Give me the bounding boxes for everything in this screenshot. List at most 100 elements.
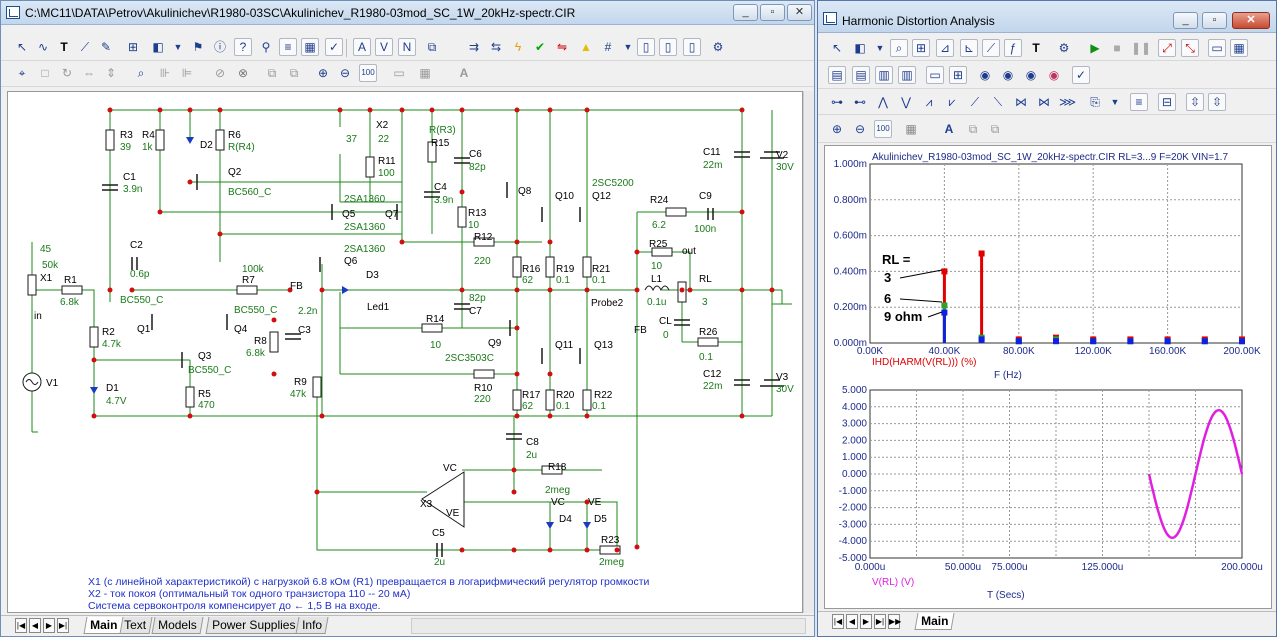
a-copy-icon[interactable]: ⧉ <box>968 122 978 136</box>
transfer-icon[interactable]: ⇋ <box>556 40 568 54</box>
a-component-icon[interactable]: ◧ <box>854 41 866 55</box>
page3-icon[interactable]: ▯ <box>683 38 701 56</box>
flip-y-icon[interactable]: ⇕ <box>105 66 117 80</box>
props-icon[interactable]: ≡ <box>279 38 297 56</box>
attr-icon[interactable]: ✓ <box>325 38 343 56</box>
a-peak2-icon[interactable]: ⋀ <box>878 95 888 109</box>
pins-icon[interactable]: ⇉ <box>468 40 480 54</box>
a-plot5-icon[interactable]: ▭ <box>926 66 944 84</box>
a-valley-icon[interactable]: ⊾ <box>960 39 978 57</box>
warning-icon[interactable]: ▲ <box>580 40 592 54</box>
a-expand-icon[interactable]: ⤢ <box>1158 39 1176 57</box>
a-plot2-icon[interactable]: ▤ <box>852 66 870 84</box>
a-props-icon[interactable]: ⚙ <box>1058 41 1070 55</box>
tab-main[interactable]: Main <box>83 617 124 634</box>
vertical-scrollbar[interactable] <box>803 91 814 613</box>
a-dd-icon[interactable]: ▼ <box>1110 97 1120 107</box>
a-prev-page-icon[interactable]: ◀ <box>846 614 858 629</box>
a-plot-icon[interactable]: ⊞ <box>912 39 930 57</box>
analysis-titlebar[interactable]: Harmonic Distortion Analysis _ ▫ ✕ <box>818 1 1276 33</box>
a-incline-icon[interactable]: ⟋ <box>970 95 980 109</box>
info-icon[interactable]: ⓘ <box>213 40 226 54</box>
settings-icon[interactable]: ⚙ <box>712 40 724 54</box>
a-max-icon[interactable]: ⋈ <box>1015 95 1027 109</box>
sim-icon[interactable]: ⧉ <box>427 40 437 54</box>
move-icon[interactable]: ⌖ <box>18 66 26 80</box>
next-page-icon[interactable]: ▶ <box>43 618 55 633</box>
minimize-icon[interactable]: _ <box>733 4 758 21</box>
stop-icon[interactable]: ⊘ <box>214 66 226 80</box>
analysis-restore-icon[interactable]: ▫ <box>1202 12 1227 29</box>
a-grid-icon[interactable]: ▦ <box>905 122 917 136</box>
wire-icon[interactable]: ∿ <box>37 40 49 54</box>
a-decline-icon[interactable]: ⟍ <box>993 95 1003 109</box>
first-page-icon[interactable]: |◀ <box>15 618 27 633</box>
find-icon[interactable]: ⚲ <box>261 40 271 54</box>
a-peak-icon[interactable]: ⊿ <box>936 39 954 57</box>
binoculars-icon[interactable]: ⌕ <box>137 66 145 80</box>
a-target4-icon[interactable]: ◉ <box>1048 68 1060 82</box>
a-fit-icon[interactable]: ⇳ <box>1186 93 1204 111</box>
a-stop-icon[interactable]: ■ <box>1113 41 1121 55</box>
flip-x-icon[interactable]: ⇔ <box>83 66 95 80</box>
rotate-icon[interactable]: ↻ <box>61 66 73 80</box>
page-icon[interactable]: ▯ <box>637 38 655 56</box>
a-fit2-icon[interactable]: ⇳ <box>1208 93 1226 111</box>
tab-info[interactable]: Info <box>295 617 329 634</box>
prev-page-icon[interactable]: ◀ <box>29 618 41 633</box>
tile-icon[interactable]: ▦ <box>419 66 431 80</box>
a-target3-icon[interactable]: ◉ <box>1025 68 1037 82</box>
page-view-icon[interactable]: ▭ <box>393 66 405 80</box>
bolt-icon[interactable]: ϟ <box>514 40 522 54</box>
a-plot4-icon[interactable]: ▥ <box>898 66 916 84</box>
a-calc-icon[interactable]: ⊟ <box>1158 93 1176 111</box>
text-icon[interactable]: T <box>60 40 68 54</box>
pen-icon[interactable]: ✎ <box>100 40 112 54</box>
font-icon[interactable]: A <box>459 66 469 80</box>
a-page-icon[interactable]: ▭ <box>1208 39 1226 57</box>
select-icon[interactable]: ↖ <box>16 40 28 54</box>
a-zoom-out-icon[interactable]: ⊖ <box>854 122 866 136</box>
arrows-icon[interactable]: ⇆ <box>490 40 502 54</box>
zoom-out-icon[interactable]: ⊖ <box>339 66 351 80</box>
dropdown2-icon[interactable]: ▼ <box>623 42 633 52</box>
a-next-page-icon[interactable]: ▶ <box>860 614 872 629</box>
last-page-icon[interactable]: ▶| <box>57 618 69 633</box>
dropdown-icon[interactable]: ▼ <box>173 42 183 52</box>
a-font-icon[interactable]: A <box>944 122 954 136</box>
grid-toggle-icon[interactable]: # <box>604 40 612 54</box>
a-last-page-icon[interactable]: ▶| <box>874 614 886 629</box>
a-scale-icon[interactable]: ⌕ <box>890 39 908 57</box>
a-valley2-icon[interactable]: ⋁ <box>901 95 911 109</box>
horizontal-scrollbar[interactable] <box>411 618 806 634</box>
a-check-icon[interactable]: ✓ <box>1072 66 1090 84</box>
a-zoom-in-icon[interactable]: ⊕ <box>831 122 843 136</box>
a-paste-icon[interactable]: ⧉ <box>990 122 1000 136</box>
a-clip-icon[interactable]: ⎘ <box>1090 95 1100 109</box>
a-select-icon[interactable]: ↖ <box>831 41 843 55</box>
a-pause-icon[interactable]: ❚❚ <box>1131 41 1152 55</box>
a-run-icon[interactable]: ▶ <box>1090 41 1100 55</box>
a-low-icon[interactable]: ⩗ <box>948 95 956 109</box>
schematic-titlebar[interactable]: C:\MC11\DATA\Petrov\Akulinichev\R1980-03… <box>1 1 814 25</box>
a-target1-icon[interactable]: ◉ <box>979 68 991 82</box>
zoom-in-icon[interactable]: ⊕ <box>317 66 329 80</box>
bus-icon[interactable]: ⊞ <box>127 40 139 54</box>
line-icon[interactable]: ⟋ <box>80 40 90 54</box>
a-text-icon[interactable]: T <box>1032 41 1040 55</box>
a-plot6-icon[interactable]: ⊞ <box>949 66 967 84</box>
schematic-canvas[interactable]: R3 39 R4 1k D2 R6 R(R4) C1 3.9n Q2 BC560… <box>7 91 803 613</box>
a-high-icon[interactable]: ⩘ <box>925 95 933 109</box>
a-target2-icon[interactable]: ◉ <box>1002 68 1014 82</box>
a-slope-icon[interactable]: ⟋ <box>982 39 1000 57</box>
a-first-page-icon[interactable]: |◀ <box>832 614 844 629</box>
cancel-icon[interactable]: ⊗ <box>237 66 249 80</box>
a-tab-main[interactable]: Main <box>914 613 955 630</box>
a-dropdown-icon[interactable]: ▼ <box>875 43 885 53</box>
a-list-icon[interactable]: ≡ <box>1130 93 1148 111</box>
a-end-page-icon[interactable]: ▶▶ <box>888 614 901 629</box>
a-plot3-icon[interactable]: ▥ <box>875 66 893 84</box>
box-icon[interactable]: □ <box>41 66 49 80</box>
help-icon[interactable]: ? <box>234 38 252 56</box>
analysis-close-icon[interactable]: ✕ <box>1232 12 1270 29</box>
